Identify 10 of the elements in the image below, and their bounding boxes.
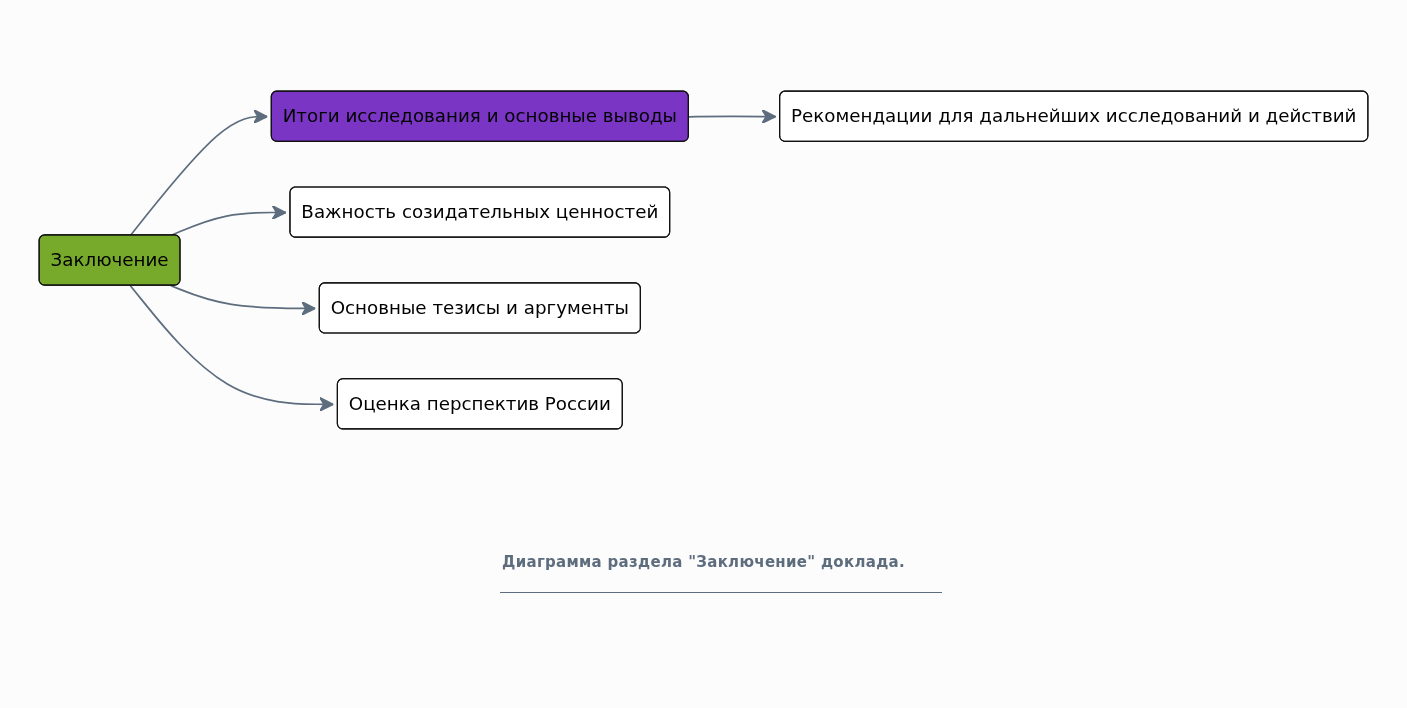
arrow: [170, 284, 317, 316]
process-box: Важность созидательных ценностей: [289, 186, 671, 238]
arrow: [688, 109, 777, 125]
caption: Диаграмма раздела "Заключение" доклада.: [502, 553, 905, 571]
process-box: Основные тезисы и аргументы: [318, 282, 641, 334]
process-box: Итоги исследования и основные выводы: [270, 90, 689, 142]
arrow: [129, 284, 335, 412]
process-box: Рекомендации для дальнейших исследований и действий: [779, 90, 1369, 142]
process-box: Оценка перспектив России: [336, 378, 623, 430]
process-box: Заключение: [38, 234, 181, 286]
